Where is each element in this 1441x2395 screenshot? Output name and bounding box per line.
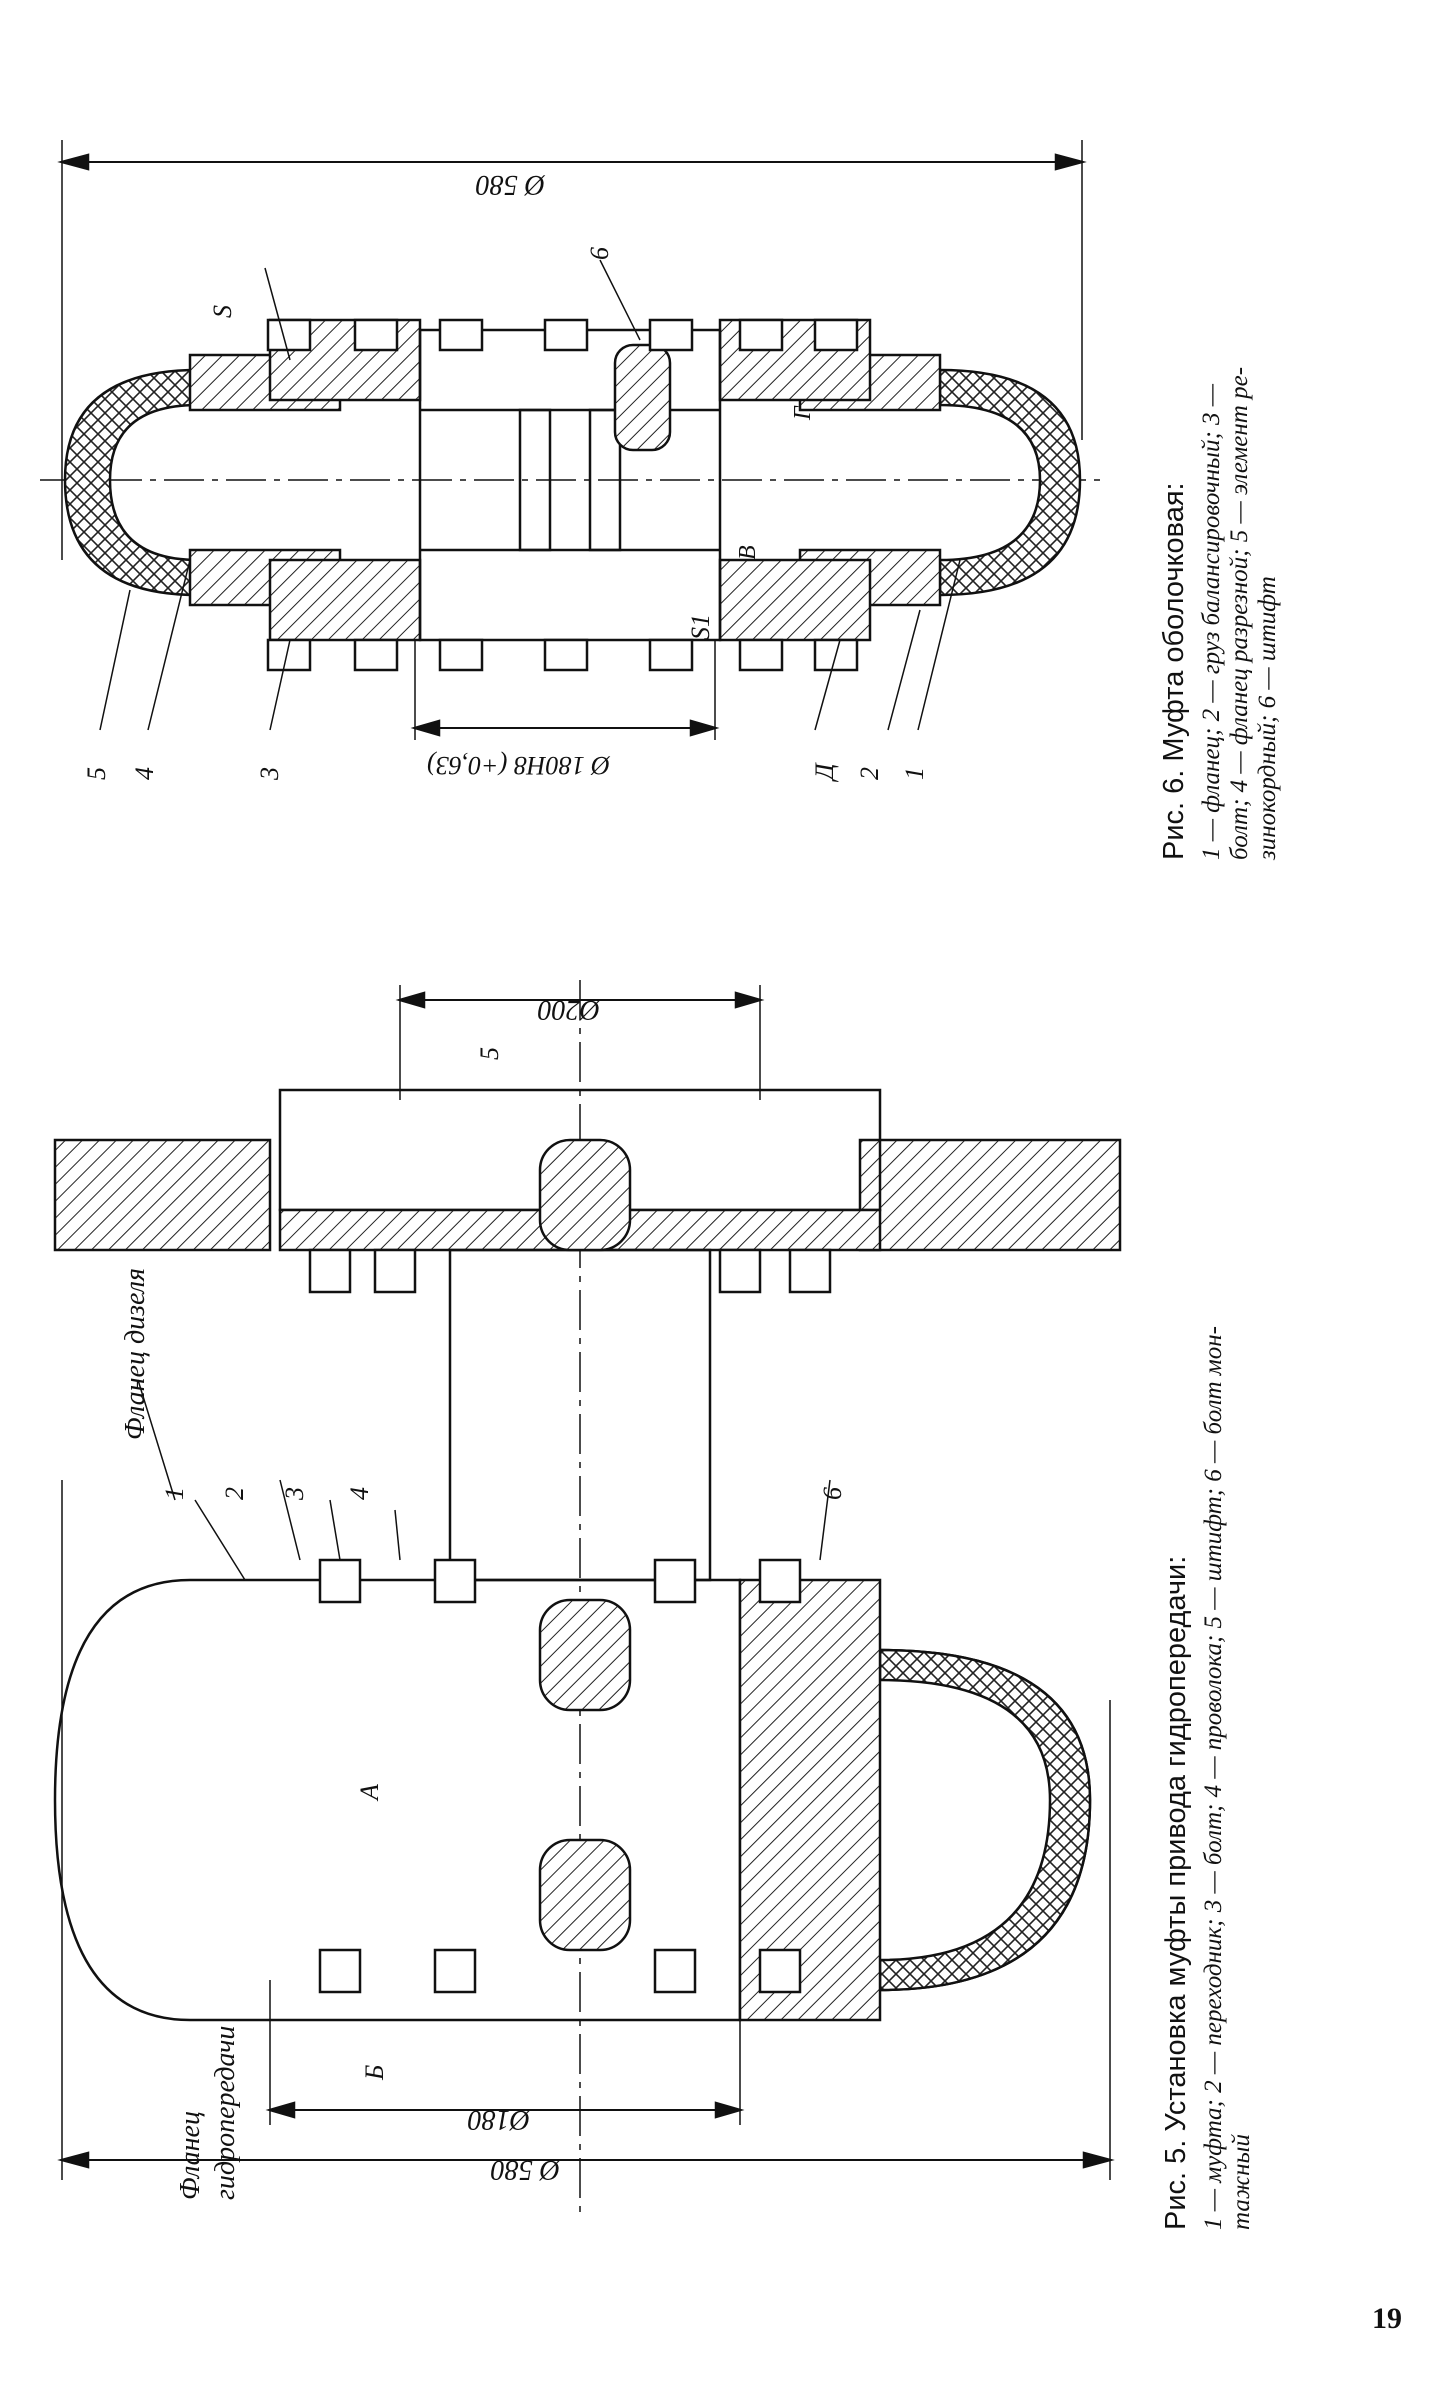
fig6-label-s1: S1 [686, 614, 715, 640]
fig6-label-D: Д [810, 763, 839, 780]
figure5-drawing [53, 980, 1122, 2220]
fig6-label-1: 1 [900, 767, 929, 780]
fig6-label-5: 5 [82, 767, 111, 780]
fig6-caption-line1: 1 — фланец; 2 — груз балансировочный; 3 … [1198, 383, 1225, 860]
fig6-dim-outer: Ø 580 [475, 169, 545, 200]
fig5-dim-outer: Ø 580 [490, 2154, 560, 2185]
page-number: 19 [1372, 2302, 1402, 2335]
fig6-label-4: 4 [130, 767, 159, 780]
fig6-caption-title: Рис. 6. Муфта оболочковая: [1158, 482, 1190, 860]
fig6-label-V: В [735, 545, 761, 560]
fig5-label-a: А [355, 1784, 384, 1800]
fig5-caption-line2: тажный [1228, 2134, 1255, 2230]
fig5-flange-hydro-1: Фланец [175, 2111, 206, 2200]
fig5-label-b: Б [360, 2064, 389, 2080]
fig5-label-2: 2 [220, 1487, 249, 1500]
fig5-caption-line1: 1 — муфта; 2 — переходник; 3 — болт; 4 —… [1200, 1326, 1227, 2230]
fig6-label-s: S [208, 305, 237, 318]
figure6-drawing [40, 140, 1100, 740]
fig6-caption-line3: зинокордный; 6 — штифт [1254, 576, 1281, 860]
fig5-label-6: 6 [818, 1487, 847, 1500]
fig6-caption-line2: болт; 4 — фланец разрезной; 5 — элемент … [1226, 366, 1253, 860]
fig5-caption-title: Рис. 5. Установка муфты привода гидропер… [1160, 1555, 1192, 2230]
fig6-dim-bore: Ø 180H8 (+0,63) [427, 751, 610, 780]
fig6-label-6: 6 [585, 247, 614, 260]
fig5-dim-200: Ø200 [537, 994, 600, 1025]
fig5-flange-hydro-2: гидропередачи [210, 2025, 241, 2200]
fig5-label-5: 5 [475, 1047, 504, 1060]
fig5-label-3: 3 [280, 1487, 309, 1500]
fig5-flange-diesel: Фланец дизеля [120, 1267, 151, 1440]
fig5-dim-180: Ø180 [467, 2104, 530, 2135]
fig5-label-1: 1 [160, 1487, 189, 1500]
fig6-label-G: Г [790, 406, 816, 420]
fig6-label-2: 2 [855, 767, 884, 780]
fig5-label-4: 4 [345, 1487, 374, 1500]
fig6-label-3: 3 [255, 767, 284, 780]
